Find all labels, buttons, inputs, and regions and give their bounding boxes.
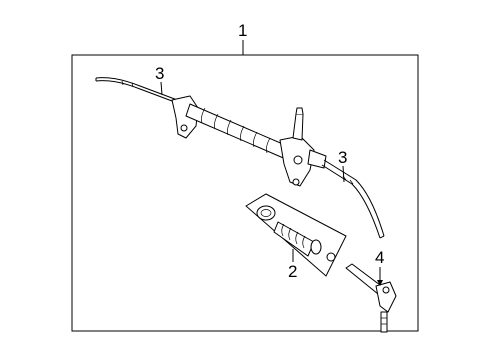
inner-tie-rod-left [95,77,181,105]
diagram-frame [71,54,419,332]
leader-3-right [342,165,345,183]
boot-kit-frame [245,193,347,277]
rack-housing [171,95,327,187]
callout-3-right: 3 [338,148,347,167]
callout-1: 1 [238,21,247,40]
inner-tie-rod-right [321,159,385,239]
callout-2: 2 [288,262,297,281]
boot-kit [245,193,347,277]
callout-4: 4 [375,248,384,267]
leader-4-arrow [377,280,383,286]
leader-3-left [160,81,163,96]
outer-tie-rod-end [345,263,397,333]
callout-3-left: 3 [155,64,164,83]
